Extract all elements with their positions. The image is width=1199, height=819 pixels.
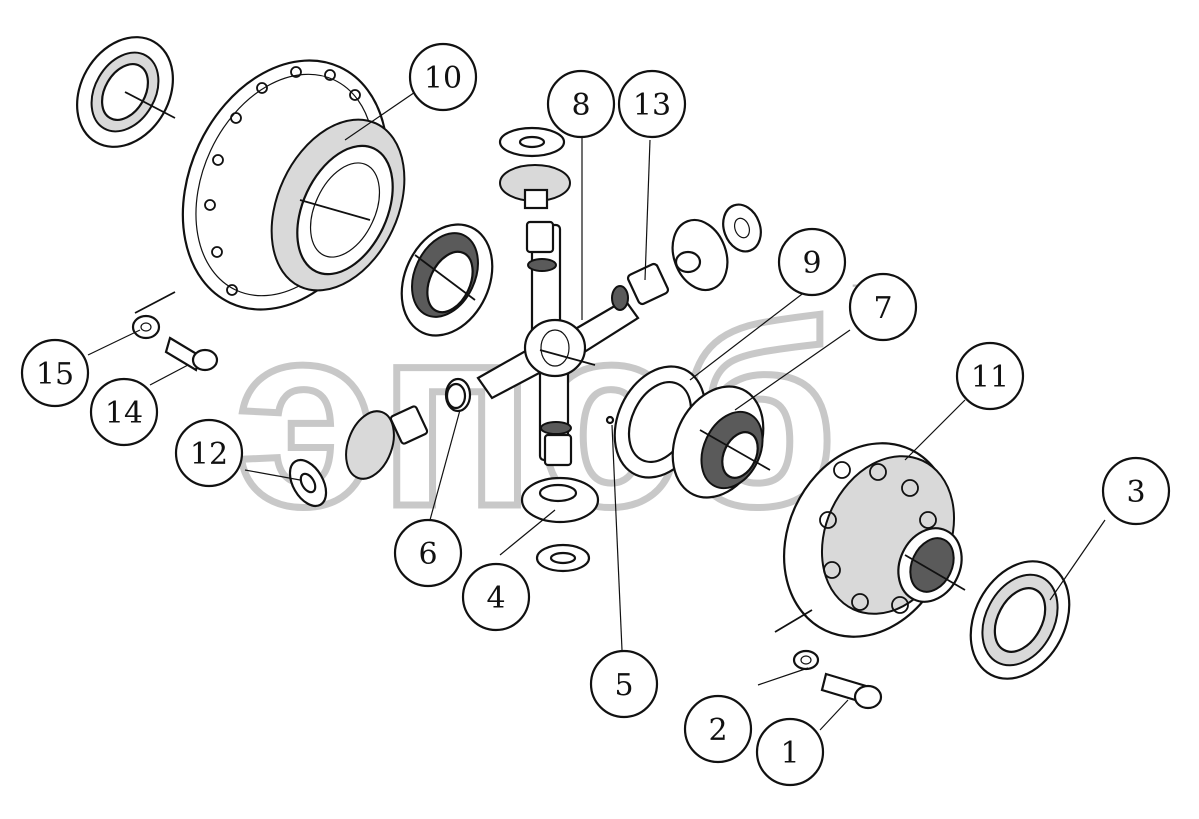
bolt-and-washer-right — [774, 609, 883, 710]
side-gear-top — [498, 126, 571, 272]
callout-9: 9 — [777, 227, 847, 297]
bolt-and-washer-left — [131, 291, 219, 372]
callout-12: 12 — [174, 418, 244, 488]
flanged-bearing-cup — [400, 223, 494, 337]
callout-label-9: 9 — [802, 246, 821, 281]
bearing-cup-right — [969, 560, 1071, 680]
callout-11: 11 — [955, 341, 1025, 411]
callout-label-2: 2 — [708, 713, 727, 748]
callout-15: 15 — [20, 338, 90, 408]
callout-3: 3 — [1101, 456, 1171, 526]
pinion-right — [611, 203, 762, 311]
callout-5: 5 — [589, 649, 659, 719]
leader-lines — [87, 74, 1106, 731]
callout-label-12: 12 — [190, 437, 228, 472]
callout-label-3: 3 — [1126, 475, 1145, 510]
callout-2: 2 — [683, 694, 753, 764]
callout-label-11: 11 — [971, 360, 1009, 395]
callout-4: 4 — [461, 562, 531, 632]
callout-label-10: 10 — [424, 61, 462, 96]
callout-label-6: 6 — [418, 537, 437, 572]
gasket-and-seal — [613, 365, 771, 499]
differential-housing-right — [782, 442, 966, 638]
callout-7: 7 — [848, 272, 918, 342]
callout-label-13: 13 — [633, 88, 671, 123]
differential-housing-left — [181, 59, 406, 311]
callout-label-8: 8 — [571, 88, 590, 123]
callout-label-7: 7 — [873, 291, 892, 326]
small-pin-and-ring — [445, 382, 615, 425]
pinion-bottom — [520, 421, 600, 573]
tapered-bearing-top-left — [76, 36, 176, 148]
callout-10: 10 — [408, 42, 478, 112]
callout-6: 6 — [393, 518, 463, 588]
callout-8: 8 — [546, 69, 616, 139]
callout-label-15: 15 — [36, 357, 74, 392]
callout-label-1: 1 — [780, 736, 799, 771]
callout-label-5: 5 — [614, 668, 633, 703]
callout-1: 1 — [755, 717, 825, 787]
callout-label-4: 4 — [486, 581, 505, 616]
callout-14: 14 — [89, 377, 159, 447]
callout-13: 13 — [617, 69, 687, 139]
callout-label-14: 14 — [105, 396, 143, 431]
